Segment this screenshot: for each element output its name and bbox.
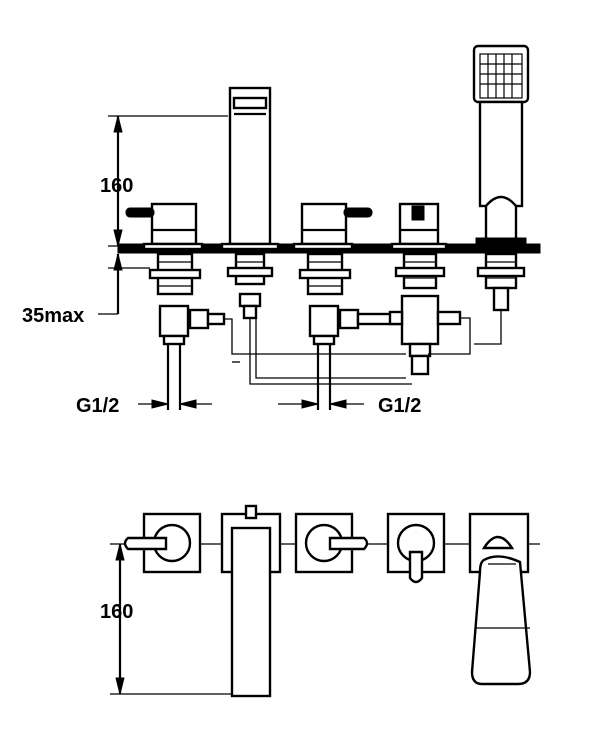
plan-spout (220, 504, 282, 698)
hose-connections (224, 310, 502, 385)
plan-view: 160 (100, 504, 540, 698)
label-reach-bottom: 160 (100, 601, 133, 623)
dimension-height-top (108, 115, 228, 247)
dimension-thread-right (278, 399, 364, 409)
hand-shower (472, 44, 530, 312)
plan-diverter-valve (386, 512, 446, 584)
label-deck-thickness: 35max (22, 305, 84, 327)
dimension-deck-thickness (98, 253, 150, 315)
label-thread-left: G1/2 (76, 395, 119, 417)
plan-centre-valve (294, 512, 369, 574)
bath-spout (220, 86, 280, 320)
front-elevation: 160 35max (22, 44, 541, 417)
plan-left-valve (123, 512, 202, 574)
left-mixer-valve (125, 202, 226, 410)
dimension-thread-left (138, 399, 212, 409)
dimension-reach-bottom (110, 543, 232, 695)
label-thread-right: G1/2 (378, 395, 421, 417)
label-height-top: 160 (100, 175, 133, 197)
plan-hand-shower (468, 512, 532, 686)
diverter-valve (388, 202, 462, 376)
centre-mixer-valve (292, 202, 400, 410)
